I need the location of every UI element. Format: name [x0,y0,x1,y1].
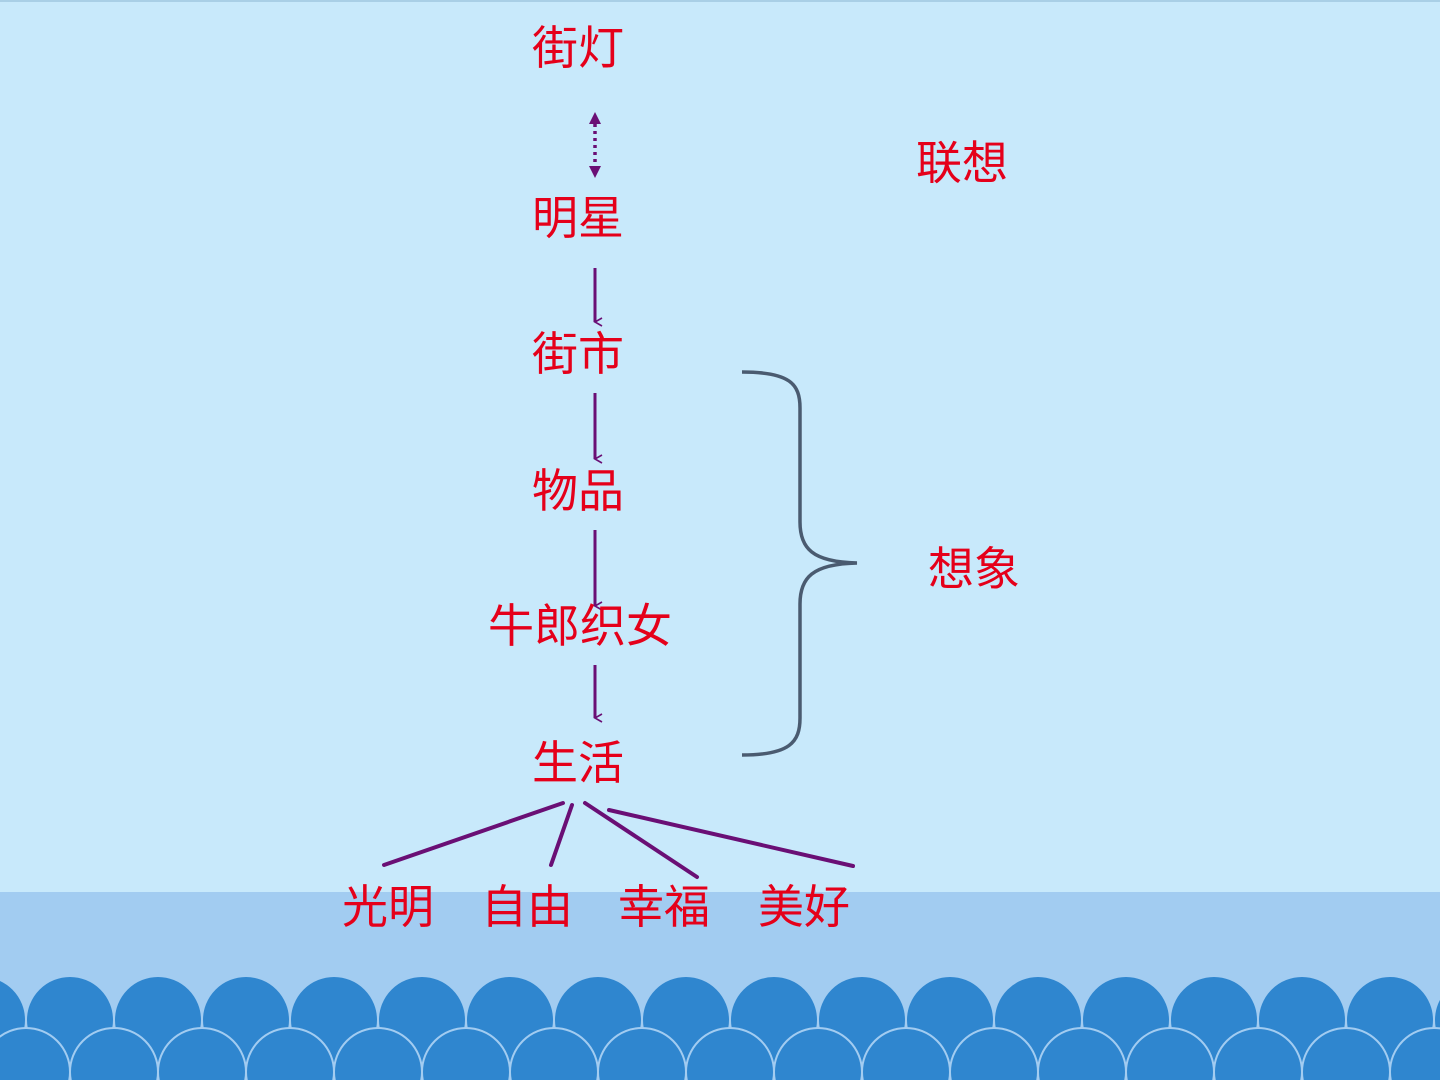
chain-word-stars: 明星 [532,191,624,245]
label-association: 联想 [916,136,1008,190]
outcome-brightness: 光明 [342,880,434,934]
chain-word-street-market: 街市 [532,327,624,381]
outcome-happiness: 幸福 [618,880,710,934]
branch-lines [382,801,855,879]
chain-word-streetlight: 街灯 [532,21,624,75]
chain-word-life: 生活 [532,736,624,790]
chain-word-goods: 物品 [532,464,624,518]
wave-circle [1389,1027,1440,1080]
wave-pattern [0,975,1440,1080]
curly-brace [741,370,858,757]
top-border [0,0,1440,2]
outcome-freedom: 自由 [481,880,573,934]
double-arrow-dotted [589,112,601,178]
chain-word-cowherd-weaver: 牛郎织女 [488,599,672,653]
outcome-beauty: 美好 [758,880,850,934]
label-imagination: 想象 [928,542,1020,596]
